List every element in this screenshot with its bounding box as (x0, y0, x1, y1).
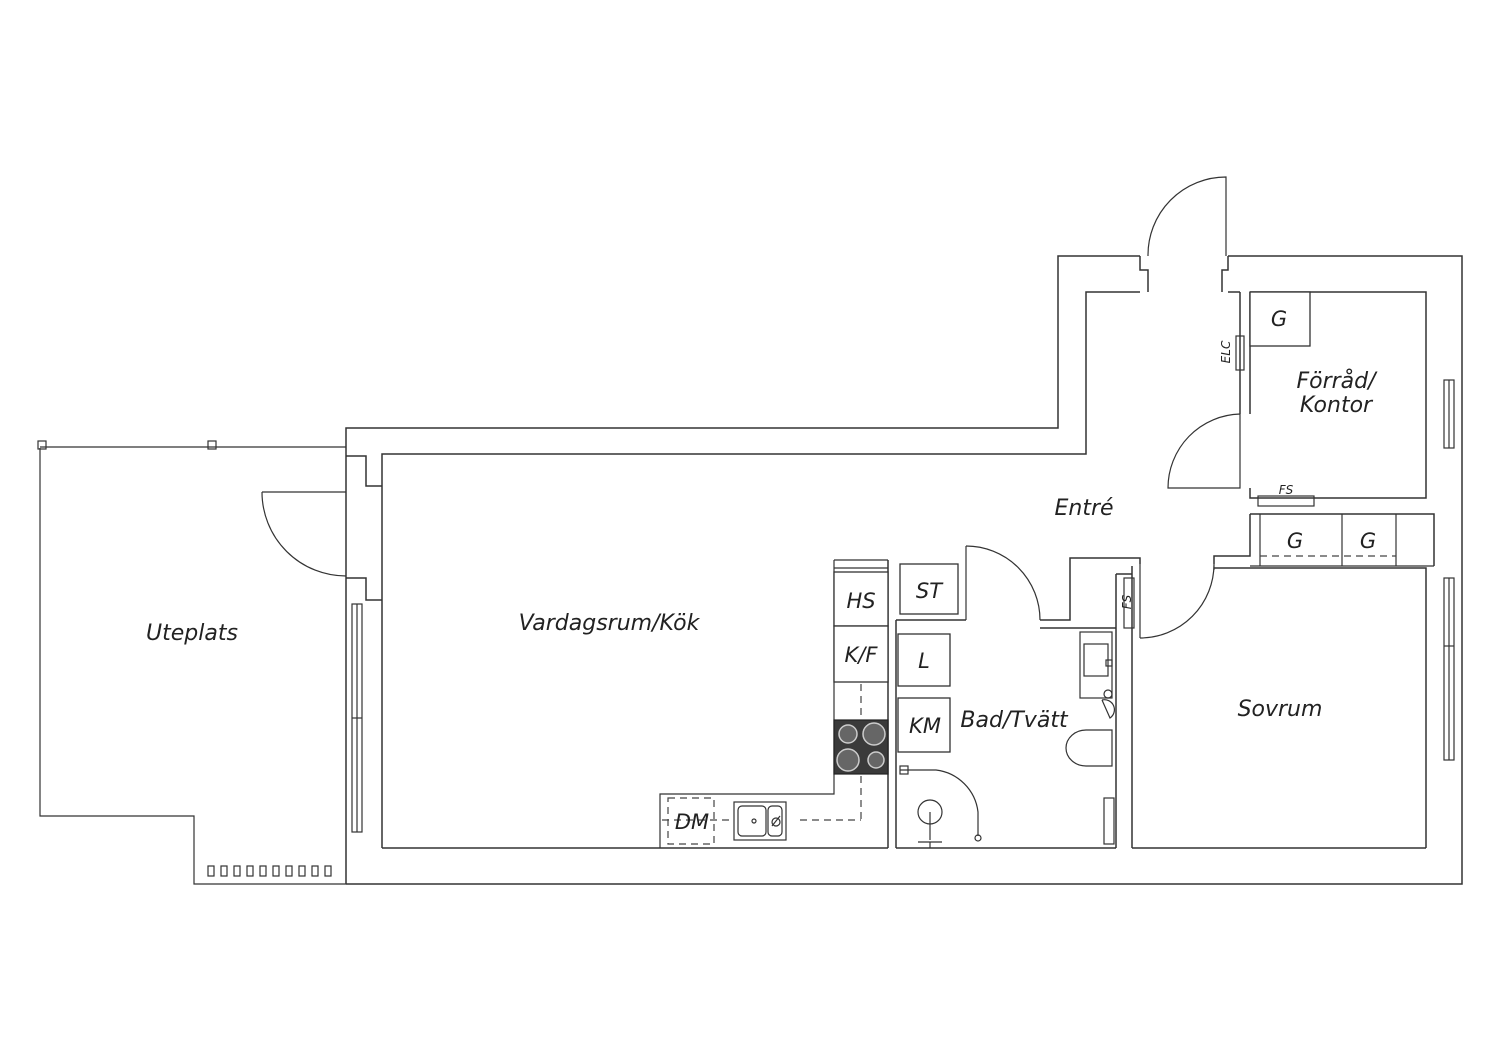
interior-walls (887, 291, 1435, 848)
door-bedroom (1139, 563, 1215, 639)
wardrobes (1249, 291, 1434, 567)
fridge-freezer-box (833, 625, 889, 683)
stove-icon (833, 719, 889, 775)
label-fs-forrad: FS (1279, 483, 1294, 497)
room-label-sovrum: Sovrum (1238, 697, 1323, 722)
fixture-label-l: L (918, 649, 930, 673)
fixture-label-g-right: G (1360, 529, 1376, 553)
window-bedroom (1443, 577, 1455, 761)
door-entrance (1147, 176, 1227, 257)
washbasin-icon (1079, 631, 1113, 699)
label-elc: ELC (1219, 340, 1233, 363)
shower-icon (917, 799, 943, 848)
room-label-vardagsrum-kok: Vardagsrum/Kök (519, 611, 701, 636)
label-fs-hall: FS (1120, 594, 1134, 609)
door-forrad (1167, 413, 1241, 489)
fridge-hs-box (833, 571, 889, 627)
hand-shower-icon (1101, 689, 1116, 719)
room-label-entre: Entré (1054, 496, 1113, 521)
fixture-label-hs: HS (846, 589, 875, 613)
window-forrad (1443, 379, 1455, 449)
room-label-forrad-line2: Kontor (1300, 393, 1374, 418)
electrical-panel (1235, 335, 1245, 371)
fixture-label-g-left: G (1287, 529, 1303, 553)
fixture-label-st: ST (916, 579, 944, 603)
wardrobe-forrad (1249, 291, 1311, 347)
fixture-label-g-forrad: G (1271, 307, 1287, 331)
toilet-icon (1065, 729, 1113, 767)
kitchen-sink-icon (733, 801, 787, 841)
dishwasher-box (667, 797, 715, 845)
st-box (899, 563, 959, 615)
room-label-uteplats: Uteplats (146, 621, 238, 646)
fixture-label-kf: K/F (845, 643, 879, 667)
door-bathroom (965, 545, 1041, 621)
fixture-label-dm: DM (675, 810, 709, 834)
outer-walls (345, 255, 1463, 885)
towel-dryer (1103, 797, 1115, 845)
l-box (897, 633, 951, 687)
terrace (37, 440, 346, 885)
room-label-bad-tvatt: Bad/Tvätt (960, 708, 1069, 733)
window-living-room (351, 603, 363, 833)
room-label-forrad-line1: Förråd/ (1296, 368, 1378, 394)
terrace-railing (207, 865, 332, 877)
door-terrace (261, 491, 347, 577)
km-box (897, 697, 951, 753)
fuse-boxes (1123, 495, 1315, 629)
fixture-label-km: KM (909, 714, 941, 738)
bathroom-fixtures (897, 563, 1116, 848)
kitchen (659, 559, 889, 848)
